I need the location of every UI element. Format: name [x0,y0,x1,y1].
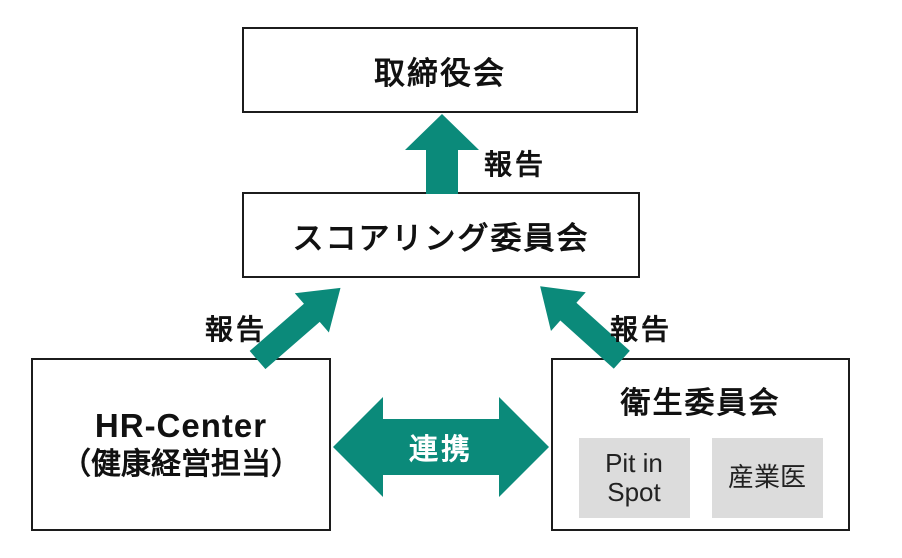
node-board-of-directors: 取締役会 [242,27,638,113]
pit-in-spot-label-line2: Spot [607,477,661,507]
report-diagonal-left-arrow-icon [249,287,341,370]
pit-in-spot-label-line1: Pit in [605,447,663,478]
board-of-directors-label: 取締役会 [374,55,506,91]
scoring-committee-label: スコアリング委員会 [292,220,590,256]
node-pit-in-spot: Pit in Spot [578,438,690,518]
report-up-arrow-icon [405,114,479,194]
report-edge-label-right: 報告 [610,314,673,345]
node-scoring-committee: スコアリング委員会 [242,192,640,278]
cooperation-edge-label: 連携 [408,434,473,466]
report-edge-label-top: 報告 [484,149,547,180]
cooperation-double-arrow-icon [333,397,549,497]
node-hr-center: HR-Center （健康経営担当） [31,358,331,531]
node-hygiene-committee: 衛生委員会 Pit in Spot 産業医 [551,358,850,531]
occupational-physician-label: 産業医 [727,462,806,493]
hr-center-label: HR-Center [94,406,268,444]
report-edge-label-left: 報告 [205,314,268,345]
hr-center-sublabel: （健康経営担当） [61,447,301,481]
hygiene-committee-members: Pit in Spot 産業医 [578,438,823,518]
report-diagonal-right-arrow-icon [540,286,630,369]
hygiene-committee-label: 衛生委員会 [620,387,781,420]
node-occupational-physician: 産業医 [711,438,823,518]
